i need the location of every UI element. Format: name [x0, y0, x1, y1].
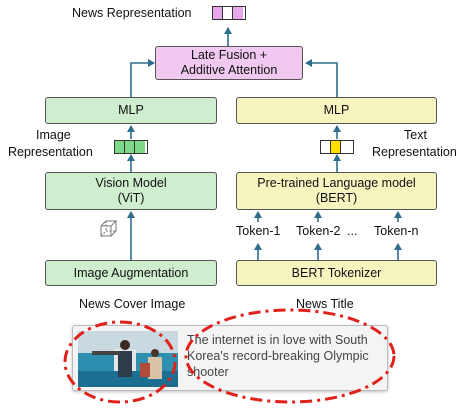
news-vector-cell	[213, 7, 223, 19]
mlp-text-box: MLP	[236, 97, 437, 124]
headline-line: Korea's record-breaking Olympic	[187, 349, 369, 363]
token-label: Token-2	[296, 224, 341, 238]
mlp-image-box: MLP	[45, 97, 217, 124]
news-headline: The internet is in love with South Korea…	[187, 332, 383, 380]
language-model-line2: (BERT)	[315, 191, 358, 205]
news-vector-cell	[233, 7, 243, 19]
image-vector-cell	[135, 141, 145, 153]
vision-model-line1: Vision Model	[95, 176, 167, 190]
text-vector-cell	[331, 141, 341, 153]
headline-line: The internet is in love with South	[187, 333, 368, 347]
image-vector	[114, 140, 148, 154]
language-model-line1: Pre-trained Language model	[257, 176, 416, 190]
arrow-left-mlp-to-fusion	[130, 59, 155, 97]
text-representation-line2: Representation	[372, 145, 457, 159]
late-fusion-line1: Late Fusion +	[190, 48, 268, 62]
image-representation-line1: Image	[36, 128, 71, 142]
text-vector	[320, 140, 354, 154]
arrow-right-mlp-to-fusion	[305, 59, 338, 97]
late-fusion-line2: Additive Attention	[180, 63, 278, 77]
news-cover-thumbnail	[78, 331, 178, 387]
bert-tokenizer-label: BERT Tokenizer	[291, 265, 382, 280]
image-representation-line2: Representation	[8, 145, 93, 159]
image-augmentation-label: Image Augmentation	[73, 265, 189, 280]
vision-model-line2: (ViT)	[117, 191, 145, 205]
token-ellipsis: ...	[347, 224, 358, 238]
mlp-image-label: MLP	[118, 103, 144, 117]
title-highlight-ellipse	[184, 308, 396, 404]
image-augmentation-box: Image Augmentation	[45, 260, 217, 286]
image-highlight-ellipse	[63, 320, 177, 404]
mlp-text-label: MLP	[323, 103, 350, 117]
bert-tokenizer-box: BERT Tokenizer	[236, 260, 437, 286]
news-example-card: The internet is in love with South Korea…	[72, 325, 388, 391]
news-cover-image-caption: News Cover Image	[79, 297, 186, 311]
text-representation-line1: Text	[404, 128, 427, 142]
news-title-caption: News Title	[296, 297, 354, 311]
image-vector-cell	[115, 141, 125, 153]
headline-line: shooter	[187, 365, 229, 379]
text-vector-cell	[341, 141, 351, 153]
cube-icon	[100, 220, 118, 237]
vision-model-box: Vision Model (ViT)	[45, 172, 217, 210]
image-vector-cell	[125, 141, 135, 153]
text-vector-cell	[321, 141, 331, 153]
news-vector-cell	[223, 7, 233, 19]
late-fusion-box: Late Fusion + Additive Attention	[155, 46, 303, 80]
token-label: Token-1	[236, 224, 281, 238]
news-vector	[212, 6, 246, 20]
language-model-box: Pre-trained Language model (BERT)	[236, 172, 437, 210]
news-representation-label: News Representation	[72, 6, 192, 20]
token-label: Token-n	[374, 224, 419, 238]
